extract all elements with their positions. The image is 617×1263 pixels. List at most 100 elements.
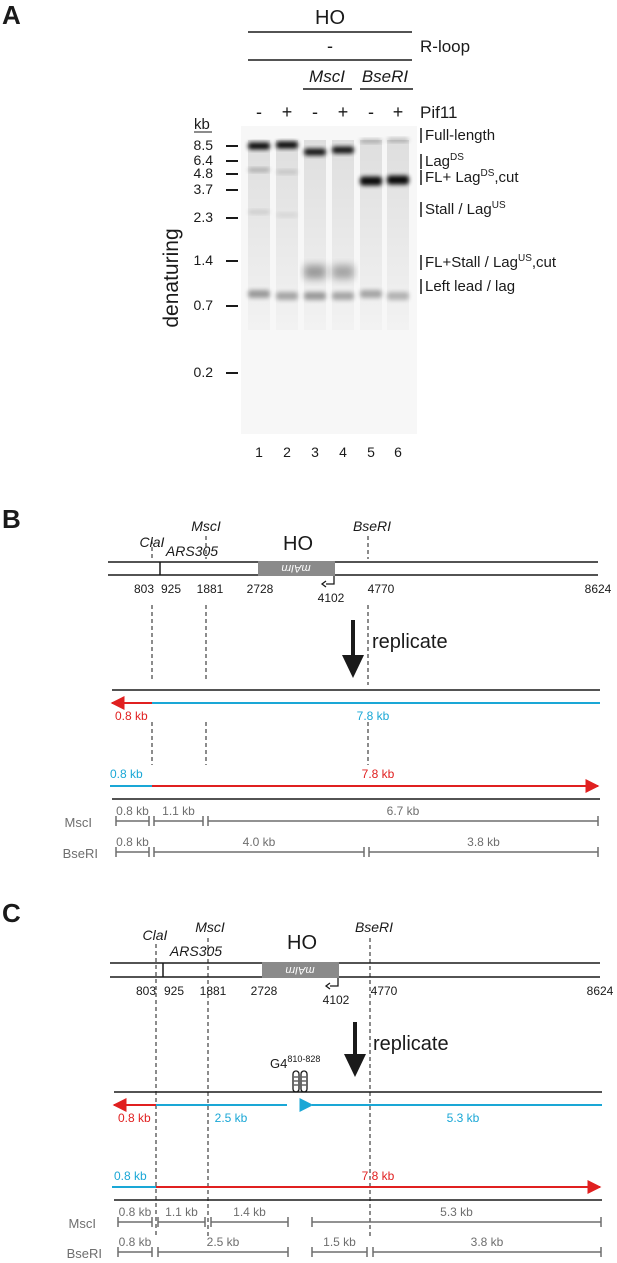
gel-band bbox=[276, 170, 298, 174]
panel-b-map: ClaI MscI BseRI ARS305 HO mAIrn 803 925 … bbox=[108, 518, 612, 605]
fragment-size: 0.8 kb bbox=[119, 1235, 152, 1249]
coord-925: 925 bbox=[164, 984, 184, 998]
promoter-arrow-icon bbox=[326, 576, 335, 585]
top-blue-size-2: 5.3 kb bbox=[447, 1111, 480, 1125]
lane-number: 2 bbox=[283, 444, 291, 460]
lane-number: 4 bbox=[339, 444, 347, 460]
fragment-size: 1.1 kb bbox=[165, 1205, 198, 1219]
band-label: Left lead / lag bbox=[425, 278, 515, 295]
fragment-size: 0.8 kb bbox=[119, 1205, 152, 1219]
coord-4102: 4102 bbox=[323, 993, 350, 1007]
lane-smear bbox=[276, 140, 298, 330]
header-rloop-sign: - bbox=[327, 36, 333, 56]
gel-band bbox=[276, 213, 298, 217]
band-label: Stall / LagUS bbox=[425, 200, 506, 218]
msci-row-label: MscI bbox=[65, 815, 92, 830]
enzyme-bseri-header: BseRI bbox=[362, 67, 409, 86]
gel-lanes bbox=[248, 138, 409, 330]
coord-8624: 8624 bbox=[587, 984, 614, 998]
coord-2728: 2728 bbox=[251, 984, 278, 998]
mairn-label: mAIrn bbox=[285, 964, 314, 976]
band-label: FL+Stall / LagUS,cut bbox=[425, 253, 557, 271]
ladder-label: 3.7 bbox=[194, 181, 214, 197]
pif11-sign: - bbox=[368, 102, 374, 122]
lane-number: 1 bbox=[255, 444, 263, 460]
lane-number: 6 bbox=[394, 444, 402, 460]
fragment-size: 0.8 kb bbox=[116, 804, 149, 818]
ladder-label: 1.4 bbox=[194, 252, 214, 268]
ars305-label: ARS305 bbox=[165, 543, 218, 559]
gel-band bbox=[360, 290, 382, 298]
bseri-label: BseRI bbox=[353, 518, 391, 534]
lane-number: 3 bbox=[311, 444, 319, 460]
gel-band bbox=[387, 175, 409, 185]
msci-row-label: MscI bbox=[69, 1216, 96, 1231]
pif11-sign: + bbox=[393, 102, 404, 122]
coord-803: 803 bbox=[136, 984, 156, 998]
fragment-size: 3.8 kb bbox=[467, 835, 500, 849]
top-red-size: 0.8 kb bbox=[115, 709, 148, 723]
promoter-arrow-icon bbox=[330, 978, 339, 987]
lane-smear bbox=[248, 140, 270, 330]
lane-smear bbox=[387, 140, 409, 330]
coord-8624: 8624 bbox=[585, 582, 612, 596]
pif11-sign: - bbox=[256, 102, 262, 122]
ladder-label: 4.8 bbox=[194, 165, 214, 181]
panel-b: B ClaI MscI BseRI ARS305 HO mAIrn 803 92… bbox=[2, 504, 612, 861]
fragment-size: 4.0 kb bbox=[243, 835, 276, 849]
ho-label: HO bbox=[283, 533, 313, 555]
bottom-blue-size: 0.8 kb bbox=[114, 1169, 147, 1183]
gel-band bbox=[332, 292, 354, 300]
g4-quadruplex-icon bbox=[292, 1070, 308, 1093]
coord-925: 925 bbox=[161, 582, 181, 596]
coord-1881: 1881 bbox=[200, 984, 227, 998]
header-rloop-label: R-loop bbox=[420, 37, 470, 56]
ladder-label: 2.3 bbox=[194, 209, 214, 225]
gel-band bbox=[248, 210, 270, 214]
panel-c: C ClaI MscI BseRI ARS305 HO mAIrn 803 92… bbox=[2, 898, 614, 1261]
panel-a-letter: A bbox=[2, 0, 21, 30]
gel-band bbox=[304, 148, 326, 156]
fragment-size: 5.3 kb bbox=[440, 1205, 473, 1219]
band-label: Full-length bbox=[425, 127, 495, 144]
enzyme-msci-header: MscI bbox=[309, 67, 345, 86]
ladder-label: 8.5 bbox=[194, 137, 214, 153]
panel-b-letter: B bbox=[2, 504, 21, 534]
pif11-sign: + bbox=[338, 102, 349, 122]
header-ho: HO bbox=[315, 7, 345, 29]
gel-band bbox=[248, 142, 270, 150]
fragment-size: 2.5 kb bbox=[207, 1235, 240, 1249]
pif11-signs: -+-+-+ bbox=[256, 102, 403, 122]
top-red-size: 0.8 kb bbox=[118, 1111, 151, 1125]
gel-band bbox=[248, 290, 270, 298]
gel-band bbox=[387, 138, 409, 142]
pif11-label: Pif11 bbox=[420, 103, 458, 122]
gel-band bbox=[276, 292, 298, 300]
gel-band bbox=[360, 176, 382, 186]
ho-label: HO bbox=[287, 932, 317, 954]
coord-2728: 2728 bbox=[247, 582, 274, 596]
fragment-size: 0.8 kb bbox=[116, 835, 149, 849]
top-blue-size: 7.8 kb bbox=[357, 709, 390, 723]
panel-a: A HO - R-loop MscI BseRI -+-+-+ Pif11 kb… bbox=[2, 0, 557, 460]
kb-label: kb bbox=[194, 116, 210, 133]
pif11-sign: + bbox=[282, 102, 293, 122]
fragment-size: 3.8 kb bbox=[471, 1235, 504, 1249]
band-label: LagDS bbox=[425, 152, 464, 170]
bseri-row-label: BseRI bbox=[67, 1246, 102, 1261]
top-blue-size-1: 2.5 kb bbox=[215, 1111, 248, 1125]
fragment-size: 1.1 kb bbox=[162, 804, 195, 818]
gel-band bbox=[304, 292, 326, 300]
msci-label: MscI bbox=[191, 518, 221, 534]
pif11-sign: - bbox=[312, 102, 318, 122]
replicate-label: replicate bbox=[373, 1033, 449, 1055]
axis-label-denaturing: denaturing bbox=[160, 228, 183, 327]
fragment-size: 1.4 kb bbox=[233, 1205, 266, 1219]
coord-4770: 4770 bbox=[368, 582, 395, 596]
mairn-label: mAIrn bbox=[281, 562, 310, 574]
lane-smear bbox=[304, 140, 326, 330]
